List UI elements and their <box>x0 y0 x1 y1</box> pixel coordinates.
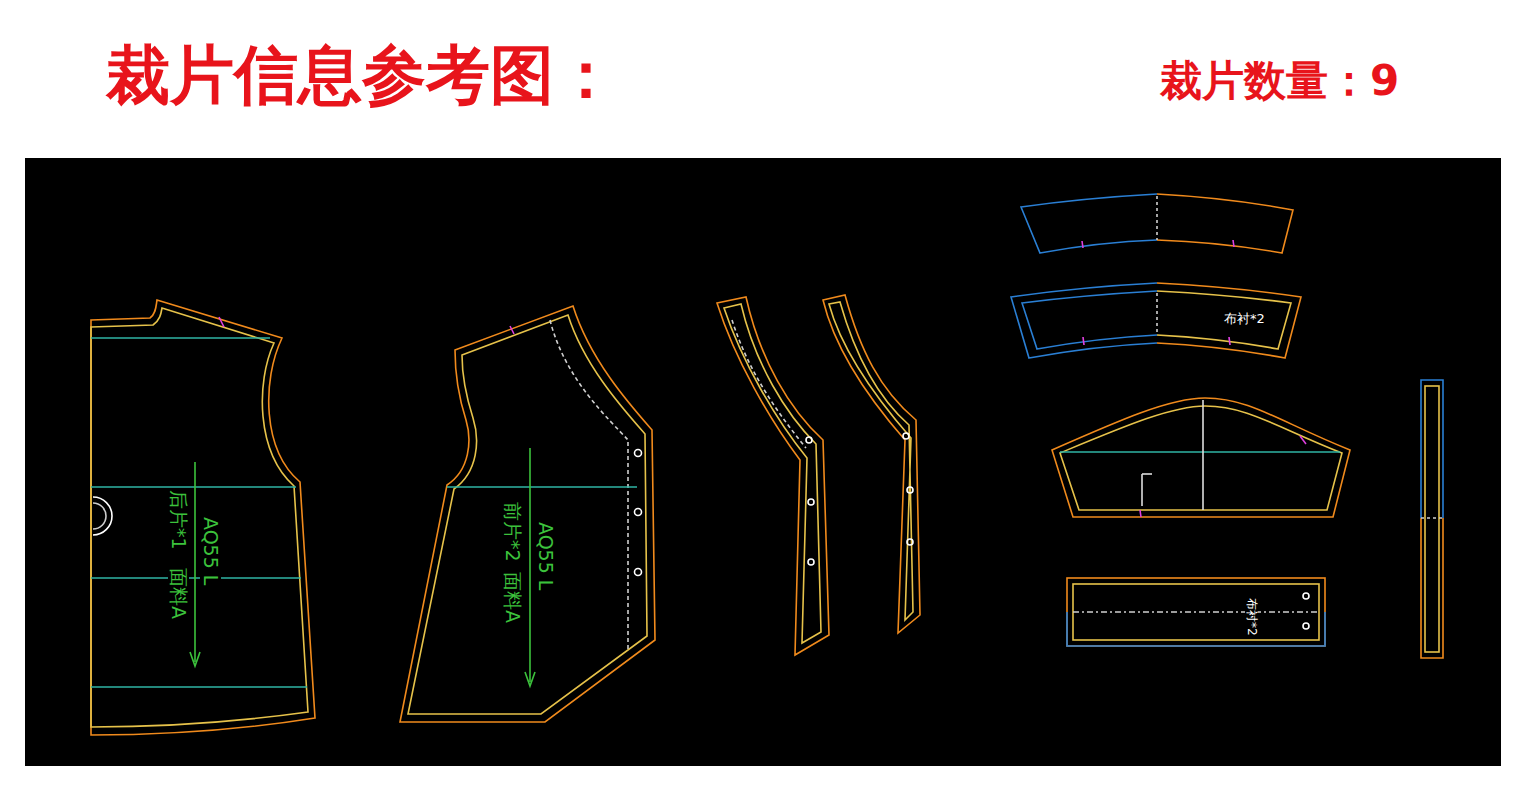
collar-pieces-line <box>1157 194 1293 253</box>
pocket-band-line <box>1067 612 1325 646</box>
front-piece-line <box>529 448 531 682</box>
front-piece-line <box>525 672 535 686</box>
facing-pieces-line <box>717 297 829 655</box>
sleeve-piece-line <box>1140 510 1141 517</box>
collar-pieces-line <box>1011 283 1157 358</box>
back-piece <box>91 300 315 735</box>
back-piece-line <box>91 308 308 727</box>
collar-pieces-line <box>1022 291 1157 349</box>
fabric-name: 面料A <box>168 566 189 621</box>
collar-pieces-line <box>1083 337 1084 345</box>
front-piece-line <box>635 450 642 457</box>
facing-pieces-line <box>732 320 806 448</box>
strip-piece-line <box>1425 386 1439 652</box>
collar-pieces <box>1011 194 1301 358</box>
style-size: AQ55 L <box>200 515 221 587</box>
strip-piece-line <box>1421 517 1443 519</box>
collar-pieces-line <box>1233 240 1234 247</box>
front-piece-line <box>510 326 514 334</box>
piece-name: 后片*1 <box>168 488 189 552</box>
pocket-band-line <box>1073 584 1319 640</box>
collar-pieces-line <box>1229 337 1230 345</box>
back-piece-line <box>91 300 315 735</box>
front-piece-line <box>635 509 642 516</box>
facing-pieces-line <box>808 559 814 565</box>
pocket-band-line <box>1303 593 1309 599</box>
sleeve-piece-line <box>1142 473 1152 475</box>
back-piece-line <box>219 317 224 327</box>
back-piece-line <box>93 503 106 529</box>
pocket-band-line <box>1067 578 1325 646</box>
sleeve-piece <box>1052 398 1350 517</box>
back-piece-line <box>91 577 301 579</box>
facing-pieces-line <box>823 295 920 633</box>
back-piece-line <box>93 497 112 535</box>
front-piece <box>400 306 655 722</box>
cad-panel <box>25 158 1501 766</box>
piece-name: 前片*2 <box>502 500 523 564</box>
front-piece-line <box>408 315 647 714</box>
facing-pieces-line <box>808 499 814 505</box>
front-piece-line <box>635 569 642 576</box>
facing-pieces-line <box>724 304 821 643</box>
facing-pieces-line <box>829 302 913 620</box>
pocket-band-line <box>1303 623 1309 629</box>
back-piece-line <box>194 462 196 662</box>
collar-pieces-line <box>1157 283 1301 358</box>
back-piece-line <box>91 337 270 339</box>
facing-pieces <box>717 295 920 655</box>
back-piece-line <box>91 686 307 688</box>
facing-pieces-line <box>907 539 913 545</box>
back-piece-line <box>190 652 200 666</box>
front-piece-line <box>550 320 628 650</box>
sleeve-piece-line <box>1202 400 1204 510</box>
collar-pieces-line <box>1082 241 1083 248</box>
facing-pieces-line <box>903 433 909 439</box>
collar-pieces-line <box>1156 196 1158 240</box>
sleeve-piece-line <box>1060 406 1342 510</box>
collar-pieces-line <box>1156 293 1158 335</box>
sleeve-piece-line <box>1052 398 1350 517</box>
sleeve-piece-line <box>1141 474 1143 506</box>
style-size: AQ55 L <box>535 520 556 592</box>
front-piece-line <box>447 486 637 488</box>
back-piece-line <box>91 486 296 488</box>
piece-count: 裁片数量：9 <box>1160 58 1399 104</box>
strip-piece <box>1421 380 1443 658</box>
sleeve-piece-line <box>1300 436 1306 444</box>
pocket-band <box>1067 578 1325 646</box>
interlining-note: 布衬*2 <box>1245 596 1258 638</box>
fabric-name: 面料A <box>502 570 523 625</box>
interlining-note: 布衬*2 <box>1222 312 1267 326</box>
pocket-band-line <box>1073 611 1319 613</box>
facing-pieces-line <box>806 437 812 443</box>
collar-pieces-line <box>1157 291 1291 349</box>
collar-pieces-line <box>1021 194 1157 253</box>
page-title: 裁片信息参考图： <box>106 40 618 110</box>
facing-pieces-line <box>907 487 913 493</box>
front-piece-line <box>400 306 655 722</box>
sleeve-piece-line <box>1060 451 1340 453</box>
